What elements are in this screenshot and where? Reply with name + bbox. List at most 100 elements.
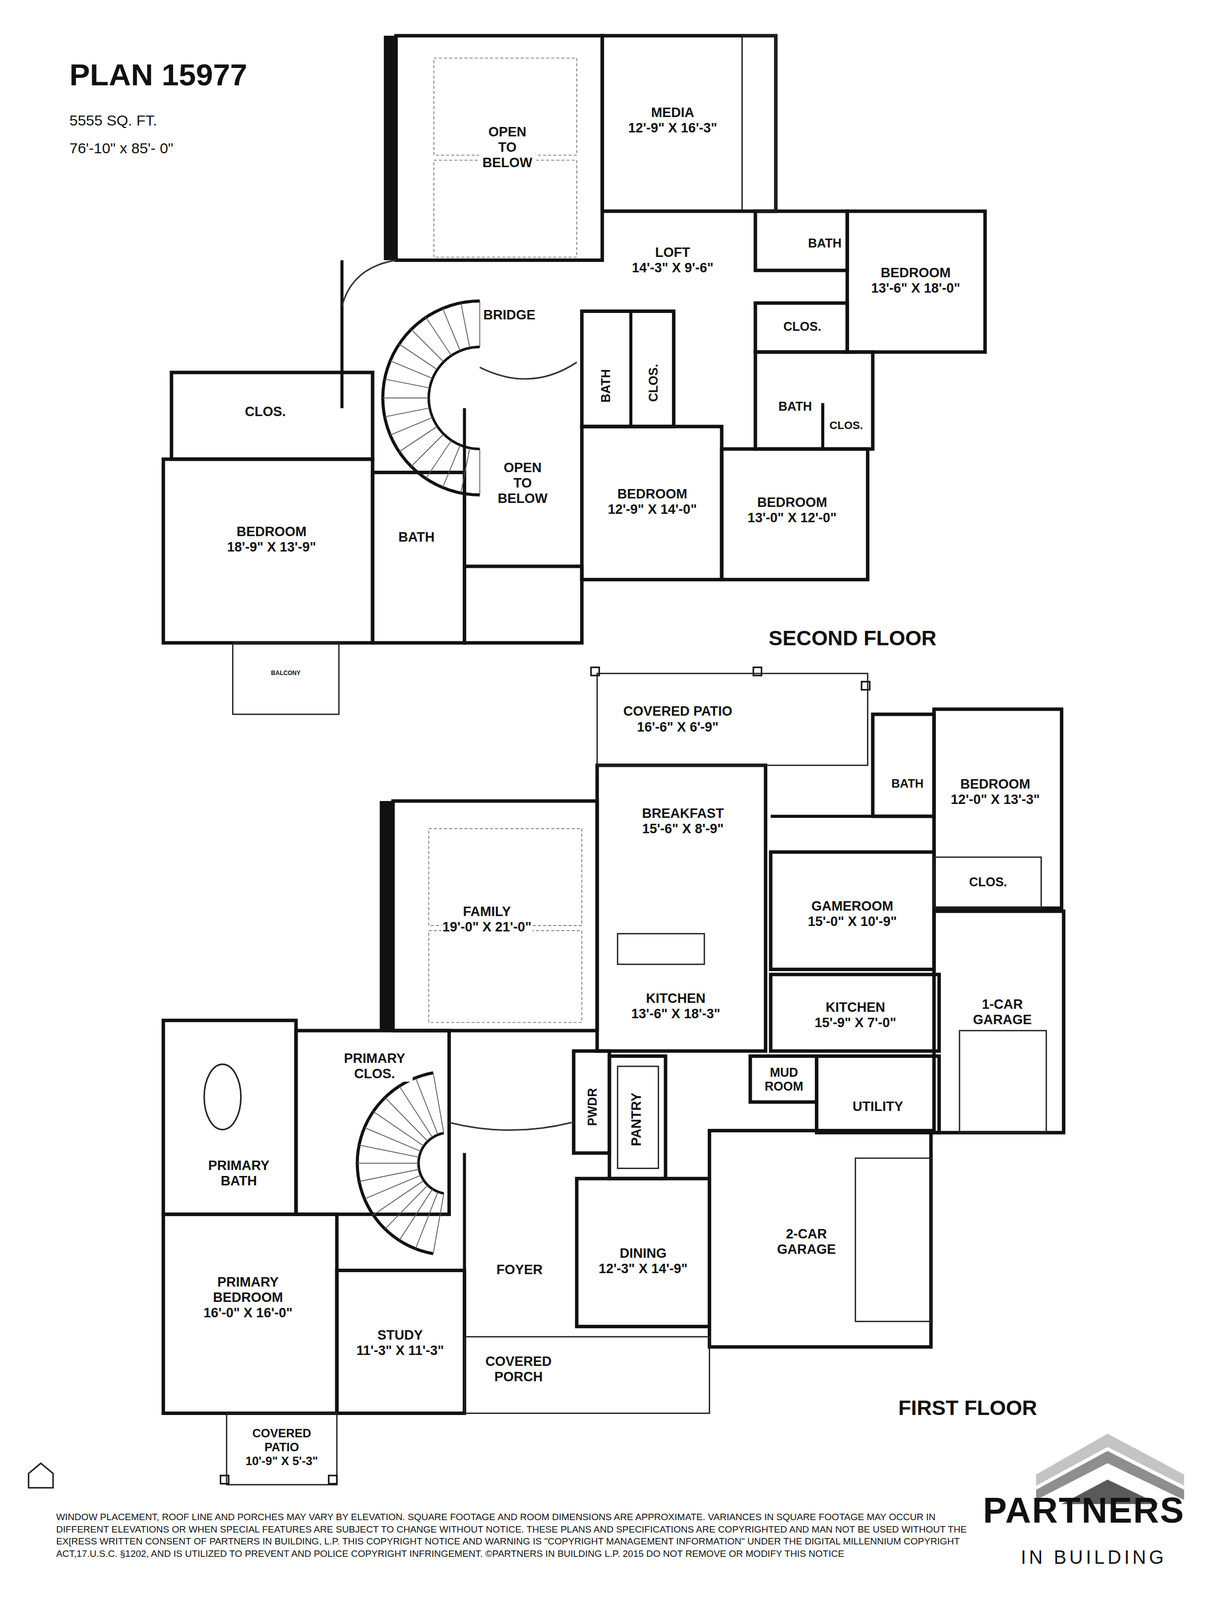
wall <box>721 448 868 580</box>
room-name: BATH <box>598 368 613 404</box>
stair-tread <box>364 1127 422 1152</box>
room-name: OPEN TO BELOW <box>494 460 552 507</box>
partition <box>629 311 633 427</box>
room-dimensions: 19'-0" X 21'-0" <box>441 919 533 935</box>
partition <box>602 209 756 213</box>
room-name: COVERED PATIO <box>245 1426 318 1454</box>
wall <box>609 1055 666 1179</box>
stair-tread <box>382 397 430 399</box>
room-dimensions: 12'-9" X 16'-3" <box>627 120 719 136</box>
post <box>328 1475 337 1484</box>
stair-tread <box>460 303 470 349</box>
stair-tread <box>479 448 481 495</box>
room-name: PRIMARY BATH <box>203 1158 275 1189</box>
stair-tread <box>426 440 452 479</box>
room-label: BATH <box>890 776 925 791</box>
room-label: COVERED PATIO16'-6" X 6'-9" <box>622 703 734 735</box>
room-name: BEDROOM <box>226 524 318 540</box>
partition <box>932 816 936 853</box>
post <box>220 1475 229 1484</box>
wall <box>163 1214 337 1413</box>
room-name: PANTRY <box>629 1091 645 1148</box>
thin-wall <box>855 1158 932 1322</box>
room-label: BATH <box>806 235 843 250</box>
room-label: BATH <box>598 368 613 404</box>
stair <box>357 1072 444 1254</box>
post <box>861 681 870 690</box>
room-name: FAMILY <box>441 904 533 920</box>
room-dimensions: 13'-6" X 18'-0" <box>869 280 962 297</box>
room-name: BATH <box>397 530 436 546</box>
room-label: BEDROOM12'-0" X 13'-3" <box>949 776 1042 807</box>
room-name: 2-CAR GARAGE <box>773 1226 840 1258</box>
room-name: KITCHEN <box>630 990 722 1007</box>
room-label: COVERED PORCH <box>480 1353 557 1385</box>
stair-tread <box>432 1193 444 1254</box>
room-label: KITCHEN15'-9" X 7'-0" <box>813 999 898 1031</box>
room-name: CLOS. <box>646 362 661 403</box>
room-dimensions: 10'-9" X 5'-3" <box>244 1453 319 1468</box>
room-label: BALCONY <box>270 670 302 677</box>
room-name: BEDROOM <box>746 494 838 511</box>
wall <box>709 1130 931 1348</box>
room-name: MUD ROOM <box>758 1065 810 1095</box>
wall <box>750 1055 817 1103</box>
stair-tread <box>442 308 461 352</box>
stair-inner <box>418 1133 444 1194</box>
room-name: BEDROOM <box>949 776 1042 792</box>
room-name: BATH <box>806 235 843 250</box>
room-label: COVERED PATIO10'-9" X 5'-3" <box>244 1426 319 1468</box>
disclaimer: WINDOW PLACEMENT, ROOF LINE AND PORCHES … <box>56 1511 989 1561</box>
overall-size: 76'-10" x 85'- 0" <box>69 139 174 158</box>
wall <box>933 911 1064 1133</box>
room-label: CLOS. <box>968 874 1008 889</box>
stair-tread <box>411 329 444 362</box>
curved-wall <box>341 260 396 307</box>
room-label: UTILITY <box>851 1099 905 1115</box>
room-name: OPEN TO BELOW <box>479 124 536 172</box>
stair-tread <box>384 407 430 417</box>
stair-tread <box>432 1072 444 1134</box>
room-label: FAMILY19'-0" X 21'-0" <box>441 904 533 935</box>
wall <box>392 800 598 1031</box>
room-dimensions: 12'-0" X 13'-3" <box>949 792 1042 808</box>
ceiling-outline <box>433 160 577 257</box>
room-label: KITCHEN13'-6" X 18'-3" <box>630 990 722 1022</box>
room-label: BEDROOM18'-9" X 13'-9" <box>226 524 318 555</box>
room-label: DINING12'-3" X 14'-9" <box>597 1245 689 1277</box>
room-name: MEDIA <box>627 105 719 121</box>
thin-walls <box>226 35 1047 1485</box>
room-dimensions: 16'-6" X 6'-9" <box>622 719 734 735</box>
brand-name: PARTNERS <box>982 1489 1185 1532</box>
room-dimensions: 11'-3" X 11'-3" <box>355 1343 446 1359</box>
stair-outer <box>357 1072 433 1254</box>
room-label: BRIDGE <box>482 307 537 323</box>
room-name: PWDR <box>584 1087 600 1127</box>
wall <box>755 352 873 449</box>
room-name: FOYER <box>495 1262 544 1279</box>
floor-title: SECOND FLOOR <box>768 626 937 651</box>
room-label: LOFT14'-3" X 9'-6" <box>630 245 715 276</box>
stair-tread <box>399 1086 433 1138</box>
room-label: MUD ROOM <box>758 1065 810 1095</box>
square-footage: 5555 SQ. FT. <box>69 112 158 130</box>
walls <box>163 35 1064 1413</box>
room-name: BEDROOM <box>869 265 962 281</box>
thin-wall <box>959 1030 1047 1133</box>
room-label: CLOS. <box>244 404 288 421</box>
room-label: CLOS. <box>782 319 823 334</box>
stair-tread <box>359 1169 420 1182</box>
partition <box>462 1153 466 1337</box>
partition <box>770 814 934 818</box>
bathtub <box>204 1064 242 1130</box>
room-name: STUDY <box>355 1327 446 1343</box>
room-label: OPEN TO BELOW <box>479 124 536 172</box>
stair-tread <box>399 426 438 452</box>
partition <box>462 408 466 567</box>
floor-title: FIRST FLOOR <box>898 1396 1038 1420</box>
wall <box>602 35 776 212</box>
ceiling-outline <box>428 828 582 926</box>
wall <box>336 1270 465 1413</box>
